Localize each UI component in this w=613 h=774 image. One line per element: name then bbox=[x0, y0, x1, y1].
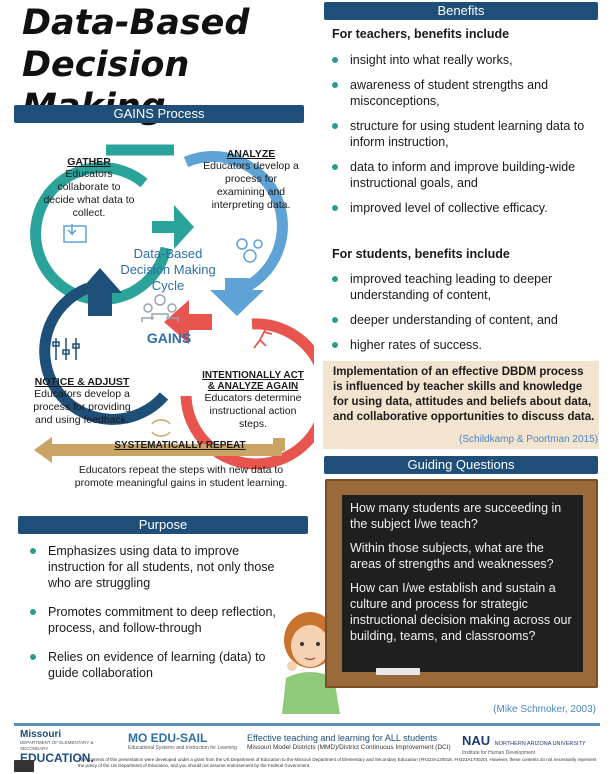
teacher-benefit: data to inform and improve building-wide… bbox=[326, 159, 596, 191]
repeat-node: Educators repeat the steps with new data… bbox=[72, 464, 290, 490]
teacher-benefits-list: insight into what really works, awarenes… bbox=[326, 52, 596, 225]
teacher-benefit: improved level of collective efficacy. bbox=[326, 200, 596, 216]
moedusail-text: MO EDU-SAIL bbox=[128, 731, 208, 745]
teacher-benefit: insight into what really works, bbox=[326, 52, 596, 68]
gather-text: Educators collaborate to decide what dat… bbox=[43, 168, 135, 219]
guiding-questions-list: How many students are succeeding in the … bbox=[350, 500, 578, 652]
act-arrow bbox=[164, 300, 212, 344]
gather-icon bbox=[63, 224, 87, 243]
analyze-arrow bbox=[210, 278, 264, 316]
missouri-sub: DEPARTMENT OF ELEMENTARY & SECONDARY bbox=[20, 740, 94, 751]
notice-text: Educators develop a process for providin… bbox=[33, 388, 131, 426]
chalk-eraser bbox=[376, 668, 420, 675]
students-heading: For students, benefits include bbox=[332, 247, 510, 261]
notice-node: NOTICE & ADJUST Educators develop a proc… bbox=[30, 376, 134, 427]
missouri-text: Missouri bbox=[20, 729, 62, 740]
teacher-eye-right bbox=[316, 642, 320, 646]
student-benefit: higher rates of success. bbox=[326, 337, 596, 353]
teacher-hand bbox=[287, 661, 297, 671]
teacher-face bbox=[291, 625, 329, 667]
benefits-header: Benefits bbox=[324, 2, 598, 20]
act-arc bbox=[180, 318, 314, 470]
repeat-text: Educators repeat the steps with new data… bbox=[74, 464, 288, 489]
teachers-heading: For teachers, benefits include bbox=[332, 27, 510, 41]
analyze-title: ANALYZE bbox=[226, 148, 276, 160]
purpose-item: Relies on evidence of learning (data) to… bbox=[24, 649, 294, 681]
nau-sub: Institute for Human Development bbox=[462, 750, 536, 756]
title-line-1: Data-Based bbox=[22, 3, 250, 43]
people-icon bbox=[141, 294, 179, 322]
cycle-arrows-icon bbox=[151, 419, 171, 437]
intentionally-title: INTENTIONALLY ACT & ANALYZE AGAIN bbox=[202, 370, 304, 392]
purpose-header: Purpose bbox=[18, 516, 308, 534]
implementation-box bbox=[323, 361, 599, 449]
notice-arc bbox=[39, 282, 169, 425]
guiding-question: How many students are succeeding in the … bbox=[350, 501, 562, 531]
repeat-title: SYSTEMATICALLY REPEAT bbox=[114, 440, 246, 451]
guiding-questions-header: Guiding Questions bbox=[324, 456, 598, 474]
gather-arrow bbox=[152, 205, 194, 249]
student-benefit: deeper understanding of content, and bbox=[326, 312, 596, 328]
chalkboard bbox=[342, 495, 583, 672]
analyze-node: ANALYZE Educators develop a process for … bbox=[200, 148, 302, 212]
cycle-center-title: Data-Based Decision Making Cycle bbox=[120, 246, 216, 293]
student-benefits-list: improved teaching leading to deeper unde… bbox=[326, 271, 596, 362]
implementation-text: Implementation of an effective DBDM proc… bbox=[333, 366, 595, 423]
gains-process-header: GAINS Process bbox=[14, 105, 304, 123]
mmd-logo: Effective teaching and learning for ALL … bbox=[247, 733, 455, 752]
guiding-citation: (Mike Schmoker, 2003) bbox=[493, 704, 596, 715]
teacher-mouth bbox=[304, 657, 316, 661]
teacher-eye-left bbox=[300, 642, 304, 646]
footer-disclaimer: The contents of this presentation were d… bbox=[78, 757, 597, 768]
analyze-text: Educators develop a process for examinin… bbox=[203, 160, 299, 211]
notice-title: NOTICE & ADJUST bbox=[34, 376, 130, 388]
intentionally-text: Educators determine instructional action… bbox=[204, 392, 302, 430]
license-badge-icon bbox=[14, 760, 34, 772]
sliders-icon bbox=[52, 338, 80, 360]
missouri-logo: Missouri DEPARTMENT OF ELEMENTARY & SECO… bbox=[20, 729, 120, 765]
footer-divider bbox=[14, 723, 600, 726]
gears-icon bbox=[236, 238, 263, 263]
purpose-item: Emphasizes using data to improve instruc… bbox=[24, 543, 294, 591]
student-benefit: improved teaching leading to deeper unde… bbox=[326, 271, 596, 303]
moedusail-logo: MO EDU-SAIL Educational Systems and Inst… bbox=[128, 731, 240, 752]
purpose-item: Promotes commitment to deep reflection, … bbox=[24, 604, 294, 636]
purpose-list: Emphasizes using data to improve instruc… bbox=[24, 543, 294, 694]
nau-text: NAU bbox=[462, 733, 491, 748]
education-text: EDUCATION. bbox=[20, 751, 94, 765]
guiding-question: Within those subjects, what are the area… bbox=[350, 541, 554, 571]
nau-name: NORTHERN ARIZONA UNIVERSITY bbox=[494, 741, 586, 747]
gains-logo-text: GAINS bbox=[146, 330, 192, 346]
guiding-question: How can I/we establish and sustain a cul… bbox=[350, 581, 572, 643]
repeat-title-wrap: SYSTEMATICALLY REPEAT bbox=[100, 440, 260, 451]
gather-arc bbox=[30, 162, 172, 306]
repeat-arrow-head bbox=[34, 437, 52, 463]
notice-arrow bbox=[78, 268, 122, 316]
teacher-benefit: structure for using student learning dat… bbox=[326, 118, 596, 150]
nau-logo: NAU NORTHERN ARIZONA UNIVERSITY Institut… bbox=[462, 732, 598, 756]
benefits-citation: (Schildkamp & Poortman 2015) bbox=[459, 434, 598, 445]
moedusail-sub: Educational Systems and Instruction for … bbox=[128, 745, 237, 751]
effective-text: Effective teaching and learning for ALL … bbox=[247, 733, 438, 743]
gather-node: GATHER Educators collaborate to decide w… bbox=[42, 156, 136, 220]
gains-cycle-diagram bbox=[30, 144, 314, 470]
mmd-text: Missouri Model Districts (MMD)/District … bbox=[247, 744, 451, 751]
teacher-benefit: awareness of student strengths and misco… bbox=[326, 77, 596, 109]
runner-icon bbox=[253, 320, 273, 349]
analyze-arc bbox=[183, 151, 288, 296]
intentionally-node: INTENTIONALLY ACT & ANALYZE AGAIN Educat… bbox=[198, 370, 308, 431]
gather-title: GATHER bbox=[67, 156, 111, 168]
